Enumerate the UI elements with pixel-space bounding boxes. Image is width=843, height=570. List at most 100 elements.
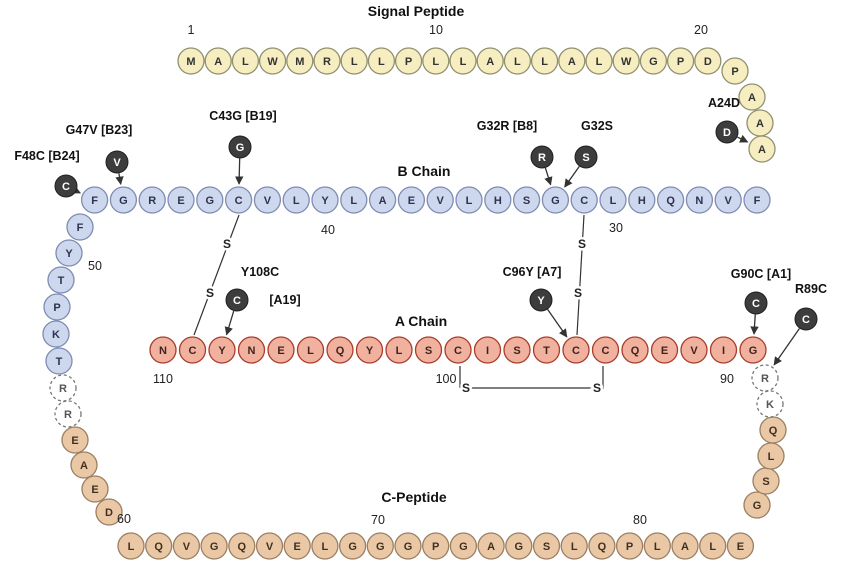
residue-letter: L <box>432 56 439 68</box>
residue-letter: L <box>242 56 249 68</box>
mutation-label: Y108C <box>241 265 279 279</box>
residue-5-M: M <box>286 47 314 75</box>
residue-letter: Q <box>769 425 778 437</box>
residue-letter: M <box>186 56 195 68</box>
residue-letter: R <box>148 195 156 207</box>
residue-46-R: R <box>138 186 166 214</box>
residue-letter: G <box>459 541 468 553</box>
mutant-residue-letter: G <box>236 142 245 154</box>
residue-letter: L <box>654 541 661 553</box>
residue-letter: V <box>437 195 445 207</box>
residue-letter: P <box>731 66 738 78</box>
mutant-residue-letter: V <box>113 157 121 169</box>
residue-44-G: G <box>196 186 224 214</box>
mutation-label: G32S <box>581 119 613 133</box>
residue-79-P: P <box>615 532 644 560</box>
residue-letter: A <box>756 118 764 130</box>
c-peptide-label: C-Peptide <box>381 489 447 505</box>
residue-letter: L <box>768 451 775 463</box>
residue-69-G: G <box>338 532 367 560</box>
residue-letter: L <box>514 56 521 68</box>
residue-letter: Y <box>321 195 329 207</box>
residue-letter: R <box>59 383 67 395</box>
residue-38-A: A <box>368 186 397 214</box>
residue-43-C: C <box>224 186 253 214</box>
residue-97-T: T <box>532 336 561 364</box>
residue-90-G: G <box>739 336 767 364</box>
residue-25-F: F <box>743 186 771 214</box>
residue-letter: Q <box>154 541 163 553</box>
residue-109-C: C <box>178 336 207 364</box>
residue-81-A: A <box>671 532 699 560</box>
residue-letter: A <box>681 541 689 553</box>
residue-64-G: G <box>200 532 228 560</box>
residue-letter: Y <box>218 345 226 357</box>
residue-2-A: A <box>204 47 232 75</box>
residue-letter: K <box>52 329 60 341</box>
residue-31-C: C <box>570 186 598 214</box>
residue-letter: A <box>487 541 495 553</box>
residue-58-A: A <box>70 451 98 479</box>
residue-letter: Q <box>666 195 675 207</box>
sulfur-label: S <box>206 286 214 300</box>
sulfur-label: S <box>223 237 231 251</box>
residue-26-V: V <box>714 186 742 214</box>
residue-letter: V <box>264 195 272 207</box>
mutation-arrow <box>564 165 580 188</box>
mutant-residue-circle <box>530 145 554 169</box>
mutant-residue-letter: C <box>752 298 760 310</box>
residue-letter: F <box>91 195 98 207</box>
residue-letter: S <box>523 195 530 207</box>
residue-letter: V <box>690 345 698 357</box>
residue-23-A: A <box>746 109 774 137</box>
residue-letter: E <box>408 195 415 207</box>
mutant-residue-circle <box>529 288 553 312</box>
residue-15-A: A <box>558 47 586 75</box>
residue-letter: P <box>405 56 412 68</box>
mutant-residue-letter: D <box>723 127 731 139</box>
mutation-label: G32R [B8] <box>477 119 537 133</box>
sulfur-label: S <box>462 381 470 395</box>
residue-letter: E <box>91 484 98 496</box>
residue-102-L: L <box>385 336 413 364</box>
residue-letter: K <box>766 399 774 411</box>
residue-letter: W <box>621 56 632 68</box>
residue-93-E: E <box>650 336 679 364</box>
residue-61-L: L <box>117 532 145 560</box>
mutant-residue-letter: C <box>62 181 70 193</box>
residue-letter: M <box>295 56 304 68</box>
residue-letter: G <box>206 195 215 207</box>
residue-75-G: G <box>505 532 533 560</box>
mutation-arrow <box>773 328 800 366</box>
residue-letter: G <box>551 195 560 207</box>
position-label-60: 60 <box>117 512 131 526</box>
position-label-110: 110 <box>153 372 173 386</box>
residue-99-I: I <box>473 336 502 364</box>
residue-48-F: F <box>80 186 109 214</box>
mutant-residue-circle <box>225 288 249 312</box>
residue-letter: L <box>293 195 300 207</box>
residue-35-L: L <box>455 186 483 214</box>
residue-letter: T <box>58 275 65 287</box>
residue-letter: L <box>351 56 358 68</box>
a-chain-label: A Chain <box>395 313 447 329</box>
residue-letter: L <box>466 195 473 207</box>
residue-letter: F <box>77 222 84 234</box>
residue-18-G: G <box>639 47 668 75</box>
position-label-90: 90 <box>720 372 734 386</box>
residue-letter: A <box>758 144 766 156</box>
residue-letter: G <box>119 195 128 207</box>
residue-20-D: D <box>694 47 722 75</box>
b-chain-label: B Chain <box>398 163 451 179</box>
residue-84-G: G <box>743 491 771 519</box>
residue-letter: L <box>128 541 135 553</box>
residue-34-H: H <box>484 186 512 214</box>
residue-27-N: N <box>685 186 714 214</box>
residue-51-T: T <box>47 266 75 294</box>
residue-letter: N <box>159 345 167 357</box>
